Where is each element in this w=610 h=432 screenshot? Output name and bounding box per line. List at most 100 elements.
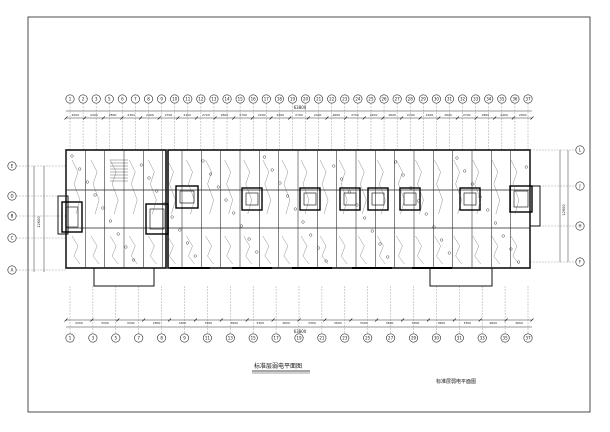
top-dim-tick	[101, 116, 105, 120]
wiring-line	[510, 159, 520, 215]
top-axis-bubble: 34	[484, 94, 494, 104]
drawing-title-side: 标准层弱电平面图	[436, 378, 476, 385]
bottom-axis-bubble: 33	[477, 333, 487, 343]
wiring-symbol	[332, 164, 336, 168]
plan-main-block	[167, 149, 531, 269]
top-dim-label: 2700	[239, 113, 247, 117]
top-axis-bubble-label: 32	[460, 97, 466, 102]
top-axis-bubble-label: 22	[329, 97, 335, 102]
wiring-line	[129, 159, 138, 215]
wiring-symbol	[509, 247, 513, 251]
bottom-axis-bubble-label: 5	[115, 336, 118, 341]
bottom-dim-label: 3300	[205, 321, 213, 325]
drawing-title-main: 标准层弱电平面图	[254, 362, 302, 370]
top-axis-bubble: 36	[510, 94, 520, 104]
bottom-axis-bubble: 19	[294, 333, 304, 343]
wiring-symbol	[139, 163, 143, 167]
bottom-dim-label: 3300	[360, 321, 368, 325]
bottom-dim-label: 3300	[127, 321, 135, 325]
wiring-symbol	[108, 219, 112, 223]
top-axis-bubble-label: 21	[316, 97, 322, 102]
left-axis-bubble: D	[7, 191, 17, 201]
wiring-line	[148, 159, 157, 215]
top-axis-bubble-label: 8	[147, 97, 150, 102]
top-axis-bubble-label: 14	[224, 97, 230, 102]
top-axis-bubble: 12	[196, 94, 206, 104]
wiring-line	[224, 159, 233, 215]
bottom-axis-bubble-label: 33	[480, 336, 486, 341]
top-total-dim-label: 63800	[294, 105, 307, 110]
top-dim-tick	[325, 116, 329, 120]
wiring-symbol	[517, 260, 521, 264]
top-dim-tick	[455, 116, 460, 120]
bottom-dim-label: 3300	[412, 321, 420, 325]
bottom-dim-label: 3600	[438, 321, 446, 325]
bottom-axis-bubble: 30	[431, 333, 441, 343]
top-dim-tick	[493, 116, 497, 120]
bottom-dim-tick	[219, 318, 224, 322]
wiring-symbol	[293, 207, 297, 211]
wiring-line	[396, 235, 405, 265]
top-dim-tick	[474, 116, 478, 120]
top-dim-tick	[232, 116, 236, 120]
wiring-line	[415, 235, 424, 265]
top-axis-bubble: 6	[117, 94, 127, 104]
shaft-box	[399, 187, 421, 211]
top-axis-bubble: 33	[471, 94, 481, 104]
bottom-dim-label: 3600	[334, 321, 342, 325]
top-axis-bubble: 24	[353, 94, 363, 104]
top-axis-bubble-label: 5	[108, 97, 111, 102]
top-axis-bubble-label: 36	[512, 97, 518, 102]
wiring-line	[339, 159, 348, 215]
top-dim-tick	[362, 116, 366, 120]
top-axis-bubble: 9	[157, 94, 167, 104]
bottom-total-dim-label: 63800	[294, 329, 307, 334]
top-axis-bubble: 32	[458, 94, 468, 104]
bottom-dim-tick	[193, 318, 198, 322]
bottom-dim-tick	[167, 318, 172, 322]
top-axis-bubble-label: 27	[395, 97, 401, 102]
bottom-axis-bubble: 13	[225, 333, 235, 343]
wiring-line	[300, 235, 310, 265]
wiring-symbol	[501, 234, 505, 238]
top-dim-label: 2400	[258, 113, 266, 117]
top-axis-bubble: 2	[78, 94, 88, 104]
shaft-inner	[343, 192, 357, 206]
right-axis-bubble: F	[575, 257, 585, 267]
wiring-symbol	[239, 224, 243, 228]
wiring-line	[434, 159, 443, 215]
wiring-symbol	[155, 189, 159, 193]
wiring-symbol	[378, 242, 382, 246]
top-axis-bubble-label: 26	[382, 97, 388, 102]
top-axis-bubble-label: 20	[303, 97, 309, 102]
top-axis-bubble: 10	[170, 94, 180, 104]
bottom-axis-bubble: 15	[248, 333, 258, 343]
top-dim-label: 2400	[426, 113, 434, 117]
wiring-symbol	[386, 255, 390, 259]
bottom-axis-bubble: 5	[111, 333, 121, 343]
left-axis-bubble-label: E	[11, 164, 14, 169]
top-dim-label: 2400	[90, 113, 98, 117]
wiring-line	[319, 159, 329, 215]
top-axis-bubble-label: 23	[342, 97, 348, 102]
bottom-dim-tick	[349, 318, 353, 322]
top-dim-tick	[176, 116, 180, 120]
top-axis-bubble: 17	[261, 94, 271, 104]
bottom-dim-label: 3600	[282, 321, 290, 325]
bottom-dim-tick	[452, 318, 457, 322]
top-axis-bubble: 21	[314, 94, 324, 104]
top-axis-bubble: 23	[340, 94, 350, 104]
bottom-dim-tick	[426, 318, 431, 322]
wiring-line	[243, 235, 252, 265]
wiring-symbol	[401, 173, 405, 177]
top-axis-bubble-label: 16	[251, 97, 257, 102]
plan-right-balcony	[429, 267, 493, 287]
top-axis-bubble-label: 15	[238, 97, 244, 102]
bottom-dim-label: 3300	[101, 321, 109, 325]
bottom-axis-bubble-label: 13	[228, 336, 234, 341]
bottom-dim-tick	[116, 318, 120, 322]
right-axis-bubble-label: J	[578, 184, 580, 189]
bottom-axis-bubble-label: 23	[342, 336, 348, 341]
